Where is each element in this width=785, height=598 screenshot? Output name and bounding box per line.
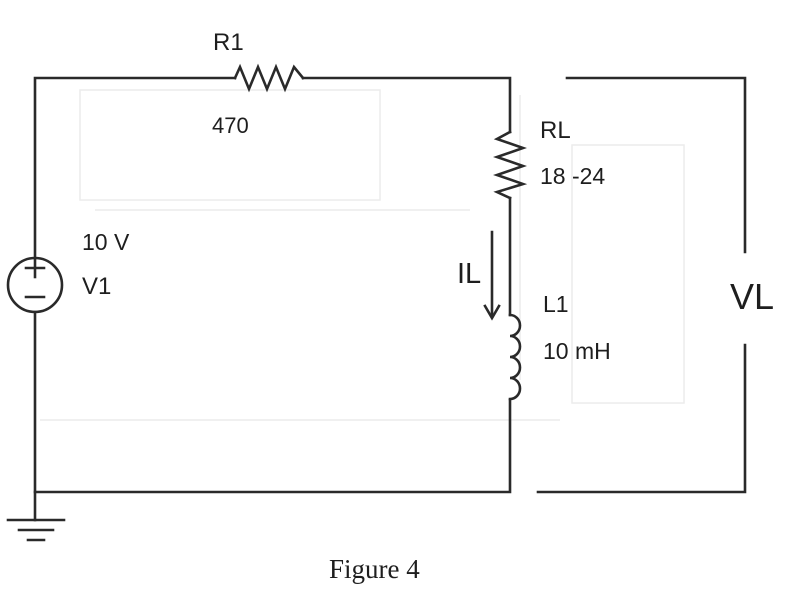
v1-name-label: V1 — [82, 273, 111, 300]
figure-caption: Figure 4 — [329, 554, 420, 584]
bleed-through-background — [40, 89, 685, 421]
voltage-source-v1 — [6, 256, 64, 314]
bracket-top — [565, 76, 747, 254]
wire-top-right — [301, 76, 512, 134]
voltage-label: VL — [730, 276, 774, 317]
circuit-wires — [33, 76, 512, 522]
r1-name-label: R1 — [213, 29, 244, 56]
current-label: IL — [457, 258, 481, 290]
current-arrow — [483, 230, 501, 321]
l1-value-label: 10 mH — [543, 338, 611, 364]
wire-left-top — [33, 76, 237, 260]
l1-name-label: L1 — [543, 291, 569, 317]
wire-bottom — [33, 310, 512, 494]
ground-icon — [6, 518, 66, 542]
voltage-bracket — [536, 76, 747, 494]
rl-name-label: RL — [540, 117, 571, 144]
bracket-bottom — [536, 343, 747, 494]
rl-value-label: 18 -24 — [540, 163, 605, 189]
inductor-l1 — [508, 313, 522, 401]
r1-value-label: 470 — [212, 113, 249, 138]
resistor-r1 — [233, 63, 305, 93]
v1-value-label: 10 V — [82, 229, 130, 255]
resistor-rl — [493, 130, 528, 200]
